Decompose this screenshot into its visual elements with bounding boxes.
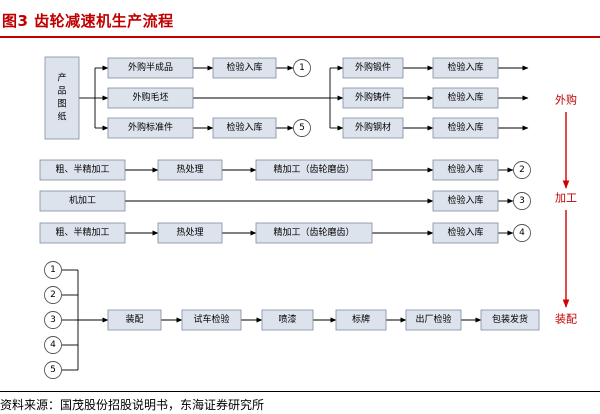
box-factory-inspection: 出厂检验 [405,309,462,331]
box-rough-semi-finish-1: 粗、半精加工 [39,159,126,181]
svg-text:粗、半精加工: 粗、半精加工 [55,226,109,238]
svg-text:外购钢材: 外购钢材 [355,121,391,133]
svg-text:检验入库: 检验入库 [447,163,483,175]
svg-text:检验入库: 检验入库 [226,61,262,73]
svg-text:2: 2 [519,165,525,175]
stage-processing-label: 加工 [555,192,577,205]
box-inspect-store-6: 检验入库 [432,159,499,181]
box-painting: 喷漆 [261,309,314,331]
svg-text:标牌: 标牌 [352,313,370,325]
svg-text:外购毛坯: 外购毛坯 [132,91,168,103]
svg-text:外购铸件: 外购铸件 [355,91,391,103]
stage-assembly-label: 装配 [555,313,577,326]
box-finish-machining-1: 精加工（齿轮磨齿） [255,159,373,181]
svg-text:外购标准件: 外购标准件 [128,121,173,133]
production-flow-diagram: 产品图纸 外购半成品 外购毛坯 外购标准件 检验入库 检验入库 外购锻件 外购铸… [39,56,577,379]
figure-header: 图3 齿轮减速机生产流程 [0,0,600,40]
svg-text:外购锻件: 外购锻件 [355,61,391,73]
svg-text:机加工: 机加工 [69,194,96,206]
circle-5-assembly: 5 [44,361,62,379]
svg-text:检验入库: 检验入库 [447,61,483,73]
box-inspect-store-2: 检验入库 [212,117,277,139]
svg-text:检验入库: 检验入库 [447,226,483,238]
box-purchase-steel: 外购钢材 [342,117,404,139]
circle-3-assembly: 3 [44,311,62,329]
box-purchase-standard-parts: 外购标准件 [107,117,194,139]
svg-text:5: 5 [299,123,305,133]
svg-text:5: 5 [50,365,56,375]
svg-text:1: 1 [50,265,56,275]
circle-1-top: 1 [293,59,311,77]
box-nameplate: 标牌 [335,309,387,331]
box-purchase-semi-finished: 外购半成品 [107,57,194,79]
svg-text:检验入库: 检验入库 [447,194,483,206]
svg-text:喷漆: 喷漆 [278,313,296,325]
box-inspect-store-4: 检验入库 [432,87,499,109]
box-packing-shipping: 包装发货 [480,309,540,331]
stage-labels: 外购 加工 装配 [555,93,577,326]
svg-text:4: 4 [50,340,56,350]
svg-text:检验入库: 检验入库 [447,121,483,133]
svg-text:精加工（齿轮磨齿）: 精加工（齿轮磨齿） [273,226,354,238]
box-test-run: 试车检验 [181,309,242,331]
svg-text:精加工（齿轮磨齿）: 精加工（齿轮磨齿） [273,163,354,175]
product-drawing-label: 产品图纸 [57,72,66,123]
circle-4-assembly: 4 [44,336,62,354]
box-product-drawing: 产品图纸 [44,56,80,140]
circle-1-assembly: 1 [44,261,62,279]
svg-text:外购半成品: 外购半成品 [128,61,173,73]
box-machine-processing: 机加工 [39,190,126,212]
circle-3-right: 3 [513,192,531,210]
source-note: 资料来源：国茂股份招股说明书，东海证券研究所 [0,398,265,412]
box-purchase-blank: 外购毛坯 [107,87,194,109]
svg-text:出厂检验: 出厂检验 [415,313,451,325]
box-heat-treatment-1: 热处理 [157,159,223,181]
svg-text:1: 1 [299,63,305,73]
svg-text:试车检验: 试车检验 [193,313,229,325]
svg-text:热处理: 热处理 [176,163,203,175]
svg-text:4: 4 [519,228,525,238]
circle-2-right: 2 [513,161,531,179]
figure-title: 图3 齿轮减速机生产流程 [2,12,174,30]
box-inspect-store-5: 检验入库 [432,117,499,139]
svg-text:粗、半精加工: 粗、半精加工 [55,163,109,175]
svg-text:包装发货: 包装发货 [492,313,528,325]
title-rule [0,36,600,38]
svg-text:2: 2 [50,290,56,300]
box-assembly: 装配 [107,309,162,331]
stage-purchase-label: 外购 [555,93,577,107]
footer-rule [0,391,600,392]
svg-text:3: 3 [519,196,525,206]
circle-2-assembly: 2 [44,286,62,304]
box-inspect-store-8: 检验入库 [432,222,499,244]
box-finish-machining-2: 精加工（齿轮磨齿） [255,222,373,244]
box-inspect-store-1: 检验入库 [212,57,277,79]
box-purchase-castings: 外购铸件 [342,87,404,109]
connectors [62,65,529,371]
box-heat-treatment-2: 热处理 [157,222,223,244]
box-inspect-store-3: 检验入库 [432,57,499,79]
svg-text:装配: 装配 [125,313,143,325]
svg-text:3: 3 [50,315,56,325]
box-rough-semi-finish-2: 粗、半精加工 [39,222,126,244]
box-purchase-forgings: 外购锻件 [342,57,404,79]
svg-text:检验入库: 检验入库 [226,121,262,133]
svg-text:热处理: 热处理 [176,226,203,238]
circle-5-top: 5 [293,119,311,137]
box-inspect-store-7: 检验入库 [432,190,499,212]
circle-4-right: 4 [513,224,531,242]
svg-text:检验入库: 检验入库 [447,91,483,103]
